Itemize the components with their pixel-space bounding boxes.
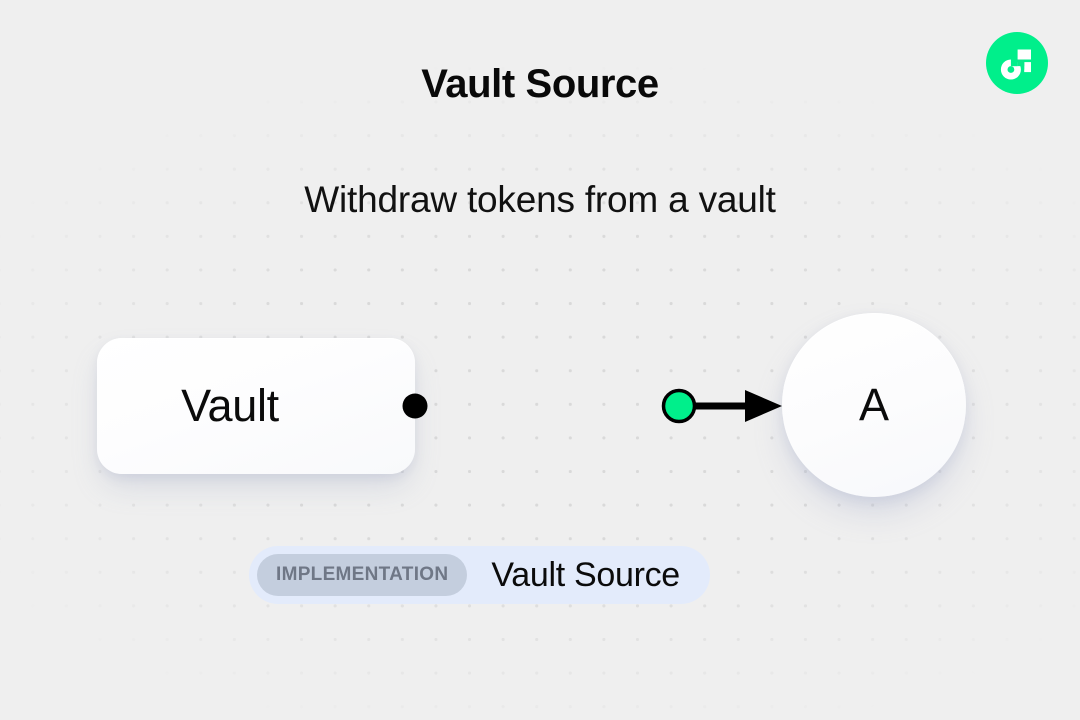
node-vault[interactable]: Vault bbox=[97, 338, 415, 474]
edge-midpoint-handle[interactable] bbox=[661, 388, 697, 424]
page-title: Vault Source bbox=[421, 62, 659, 106]
edge-arrowhead-icon bbox=[745, 390, 782, 422]
implementation-badge[interactable]: IMPLEMENTATION Vault Source bbox=[249, 546, 710, 604]
flow-logo-icon bbox=[986, 32, 1048, 94]
edge-vault-to-a[interactable] bbox=[390, 370, 800, 444]
page-subtitle: Withdraw tokens from a vault bbox=[304, 179, 776, 220]
implementation-tag-label: IMPLEMENTATION bbox=[257, 554, 468, 596]
implementation-value-label: Vault Source bbox=[491, 555, 680, 594]
node-a[interactable]: A bbox=[782, 313, 966, 497]
node-a-label: A bbox=[858, 379, 889, 430]
edge-source-handle[interactable] bbox=[402, 393, 428, 419]
node-vault-label: Vault bbox=[181, 380, 279, 431]
